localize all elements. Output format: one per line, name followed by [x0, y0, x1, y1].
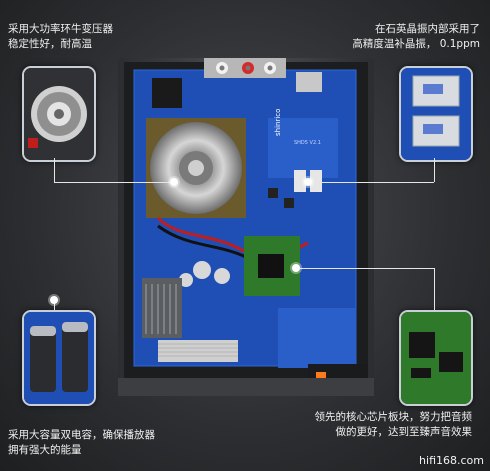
product-photo: shinrico SHD5 V2.1 — [118, 58, 374, 396]
connector-line-bottom-right — [434, 268, 435, 310]
caption-core-chip-line-1: 领先的核心芯片板块，努力把音频 — [314, 411, 473, 423]
connector-dot-top-left — [170, 178, 178, 186]
crystal-oscillator-thumbnail — [399, 66, 473, 162]
transformer-image — [24, 68, 94, 160]
caption-transformer-line-1: 采用大功率环牛变压器 — [8, 23, 113, 35]
capacitors-image — [24, 312, 94, 404]
connector-dot-top-right — [304, 178, 312, 186]
connector-line-top-right-h — [312, 182, 434, 183]
crystal-oscillator-image — [401, 68, 471, 160]
caption-capacitors-line-2: 拥有强大的能量 — [8, 444, 82, 456]
transformer-thumbnail — [22, 66, 96, 162]
connector-line-top-left — [54, 158, 55, 182]
connector-line-bottom-left — [54, 300, 55, 310]
connector-line-top-left-h — [54, 182, 174, 183]
caption-crystal: 在石英晶振内部采用了 高精度温补晶振， 0.1ppm — [352, 22, 480, 52]
caption-crystal-line-2: 高精度温补晶振， 0.1ppm — [352, 38, 480, 50]
caption-capacitors-line-1: 采用大容量双电容，确保播放器 — [8, 429, 155, 441]
caption-capacitors: 采用大容量双电容，确保播放器 拥有强大的能量 — [8, 428, 155, 458]
caption-transformer: 采用大功率环牛变压器 稳定性好，耐高温 — [8, 22, 113, 52]
caption-crystal-line-1: 在石英晶振内部采用了 — [375, 23, 480, 35]
connector-line-bottom-right-h — [300, 268, 434, 269]
caption-transformer-line-2: 稳定性好，耐高温 — [8, 38, 92, 50]
caption-core-chip-line-2: 做的更好，达到至臻声音效果 — [335, 426, 473, 438]
watermark: hifi168.com — [419, 454, 484, 467]
connector-dot-bottom-left — [50, 296, 58, 304]
connector-dot-bottom-right — [292, 264, 300, 272]
board-brand-text: shinrico — [274, 109, 282, 136]
capacitors-thumbnail — [22, 310, 96, 406]
board-model-text: SHD5 V2.1 — [294, 140, 321, 146]
caption-core-chip: 领先的核心芯片板块，努力把音频 做的更好，达到至臻声音效果 — [315, 410, 473, 440]
connector-line-top-right — [434, 158, 435, 182]
core-chip-image — [401, 312, 471, 404]
core-chip-thumbnail — [399, 310, 473, 406]
